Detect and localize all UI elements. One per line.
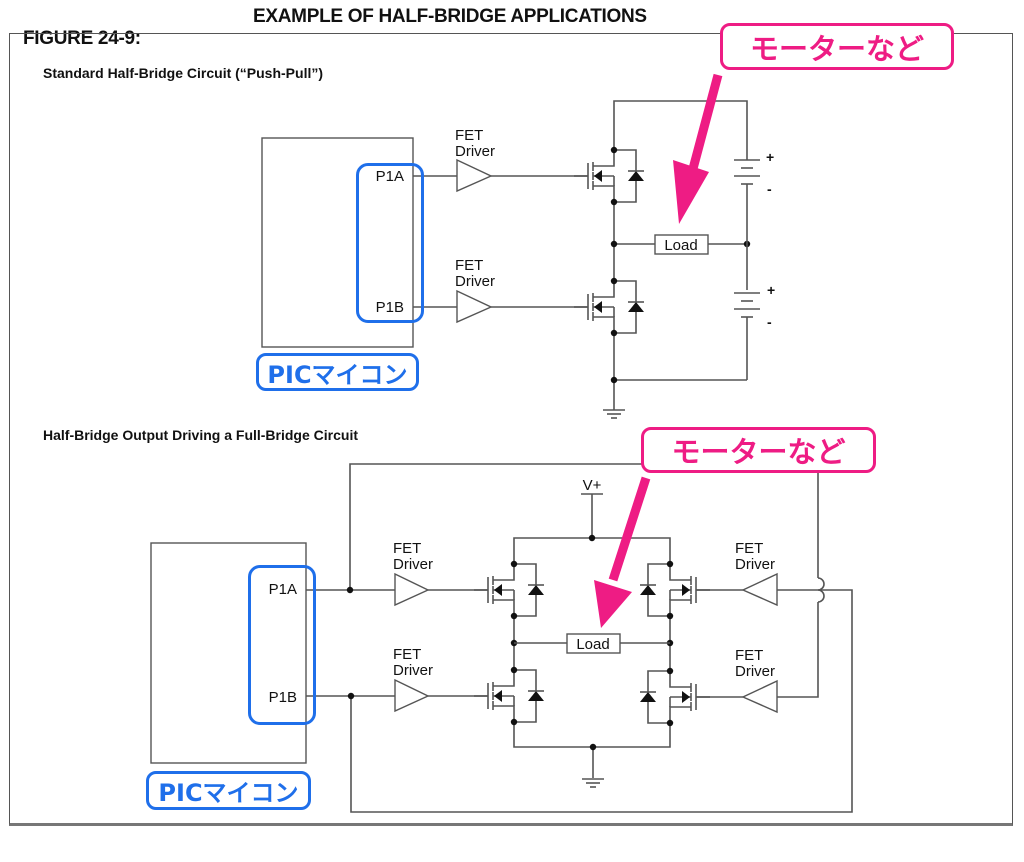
driver-label-2b-l1: FET <box>393 646 421 663</box>
supply-label: V+ <box>583 477 602 494</box>
mosfet-low-1 <box>573 266 645 348</box>
section1-title: Standard Half-Bridge Circuit (“Push-Pull… <box>43 65 323 81</box>
mcu-block-1 <box>261 137 414 348</box>
driver-label-2a-l1: FET <box>393 540 421 557</box>
driver-label-1b-l2: Driver <box>455 273 495 290</box>
battery-top-minus: - <box>767 181 772 197</box>
motor-tag-1: モーターなど <box>720 23 954 70</box>
fet-driver-2b <box>394 678 430 713</box>
load-label-1: Load <box>664 237 697 254</box>
fet-driver-2d <box>741 679 778 714</box>
mosfet-ll <box>473 655 545 737</box>
fet-driver-2c <box>741 572 778 607</box>
mosfet-hr <box>639 549 711 631</box>
mcu-tag-2: PICマイコン <box>146 771 311 810</box>
fet-driver-1a <box>456 158 493 193</box>
pin-p1a-1: P1A <box>376 168 404 185</box>
driver-label-2b-l2: Driver <box>393 662 433 679</box>
battery-bottom <box>734 292 760 325</box>
fet-driver-2a <box>394 572 430 607</box>
battery-top-plus: + <box>766 149 774 165</box>
driver-label-2d-l1: FET <box>735 647 763 664</box>
ground-icon-1 <box>602 409 626 419</box>
driver-label-1a-l2: Driver <box>455 143 495 160</box>
driver-label-2c-l2: Driver <box>735 556 775 573</box>
mosfet-hl <box>473 549 545 631</box>
motor-tag-2: モーターなど <box>641 427 876 473</box>
pin-p1a-2: P1A <box>269 581 297 598</box>
pin-p1b-2: P1B <box>269 689 297 706</box>
pin-group-highlight-2 <box>248 565 316 725</box>
ground-icon-2 <box>581 778 605 788</box>
fet-driver-1b <box>456 289 493 324</box>
pin-p1b-1: P1B <box>376 299 404 316</box>
battery-bottom-minus: - <box>767 314 772 330</box>
motor-arrow-2 <box>594 476 651 628</box>
mosfet-high-1 <box>573 135 645 217</box>
driver-label-2a-l2: Driver <box>393 556 433 573</box>
driver-label-1b-l1: FET <box>455 257 483 274</box>
mosfet-lr <box>639 656 711 738</box>
pin-group-highlight-1 <box>356 163 424 323</box>
driver-label-1a-l1: FET <box>455 127 483 144</box>
battery-top <box>734 159 760 290</box>
mcu-tag-1: PICマイコン <box>256 353 419 391</box>
section2-title: Half-Bridge Output Driving a Full-Bridge… <box>43 427 358 443</box>
battery-bottom-plus: + <box>767 282 775 298</box>
mcu-block-2 <box>150 542 307 764</box>
motor-arrow-1 <box>673 73 723 224</box>
load-label-2: Load <box>576 636 609 653</box>
figure-frame <box>9 33 1013 826</box>
driver-label-2c-l1: FET <box>735 540 763 557</box>
driver-label-2d-l2: Driver <box>735 663 775 680</box>
figure-caption: EXAMPLE OF HALF-BRIDGE APPLICATIONS <box>253 6 647 27</box>
